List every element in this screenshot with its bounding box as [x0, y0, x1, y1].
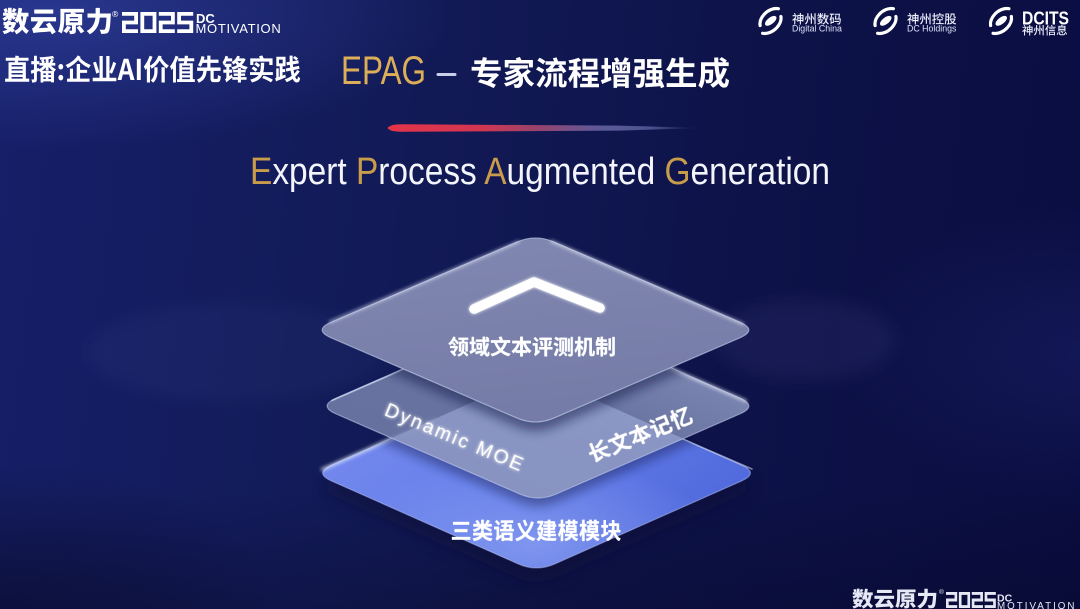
svg-text:DCITS: DCITS [1022, 9, 1069, 29]
svg-text:DC Holdings: DC Holdings [907, 24, 957, 34]
svg-text:MOTIVATION: MOTIVATION [196, 21, 282, 36]
svg-text:MOTIVATION: MOTIVATION [997, 601, 1077, 609]
svg-text:EPAG: EPAG [341, 49, 426, 93]
svg-text:DC: DC [196, 11, 215, 26]
svg-text:Expert Process Augmented Gener: Expert Process Augmented Generation [250, 151, 830, 193]
svg-text:®: ® [112, 9, 119, 19]
svg-text:DC: DC [997, 593, 1013, 605]
svg-text:®: ® [939, 588, 944, 596]
svg-text:Digital China: Digital China [792, 24, 842, 34]
